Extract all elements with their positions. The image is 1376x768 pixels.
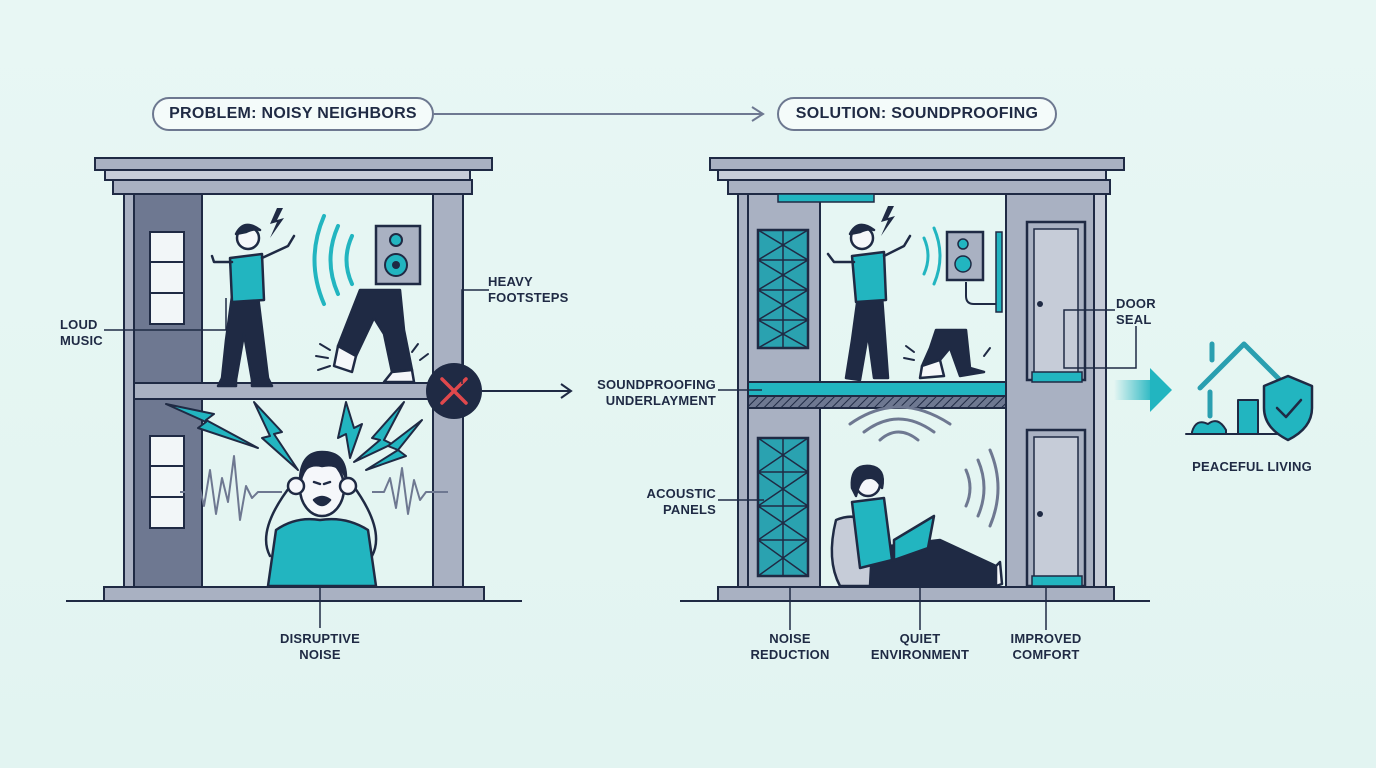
transition-arrow: [482, 383, 573, 399]
door: [1025, 428, 1087, 588]
callout-lines-right: [718, 309, 1137, 630]
reading-person-figure: [830, 464, 1004, 588]
impact-lines: [315, 343, 429, 371]
acoustic-panel: [756, 228, 810, 350]
impact-lines: [903, 345, 991, 361]
speaker-icon: [374, 224, 422, 286]
sound-wave-icon: [312, 214, 354, 306]
blocked-noise-icon: [426, 363, 482, 419]
noise-bolts: [165, 401, 423, 471]
outcome-arrow: [1114, 368, 1172, 412]
lightning-icon: [881, 206, 895, 236]
speaker-icon: [945, 230, 1003, 313]
lightning-icon: [270, 208, 284, 238]
stomping-foot-figure: [918, 328, 986, 380]
label-peaceful-living: PEACEFUL LIVING: [1192, 459, 1312, 474]
solution-title: SOLUTION: SOUNDPROOFING: [777, 97, 1057, 131]
sound-wave-icon: [922, 226, 942, 286]
stressed-person-figure: [264, 450, 378, 588]
noise-waveform: [180, 455, 448, 521]
dancing-neighbor-figure: [826, 223, 912, 382]
problem-title: PROBLEM: NOISY NEIGHBORS: [152, 97, 434, 131]
quiet-sound-waves: [848, 405, 1000, 528]
dancing-neighbor-figure: [210, 223, 296, 388]
building-window: [149, 231, 185, 325]
stomping-foot-figure: [332, 288, 416, 384]
door: [1025, 220, 1087, 383]
house-shield-icon: [1185, 341, 1314, 442]
building-window: [149, 435, 185, 529]
acoustic-panel: [756, 436, 810, 578]
title-connector-arrow: [434, 106, 765, 122]
callout-lines-left: [104, 289, 489, 628]
